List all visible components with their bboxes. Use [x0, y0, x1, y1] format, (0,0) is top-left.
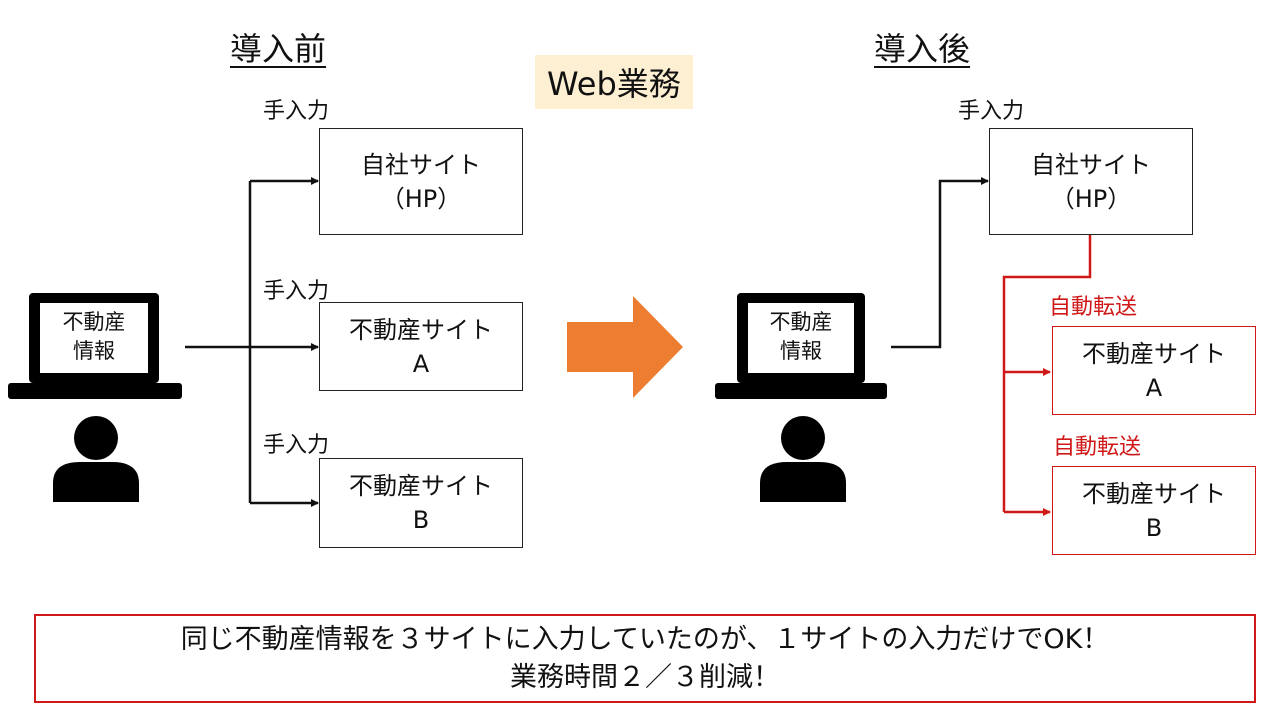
manual-input-label: 手入力	[958, 99, 1025, 124]
box-line1: 不動産サイト	[349, 472, 493, 500]
device-label-line1: 不動産	[62, 310, 126, 334]
box-line2: B	[1145, 513, 1163, 542]
before-device-label: 不動産 情報	[40, 308, 148, 366]
after-site-b-box: 不動産サイト B	[1052, 466, 1256, 555]
box-line2: A	[412, 349, 430, 378]
after-site-a-box: 不動産サイト A	[1052, 326, 1256, 415]
after-own-site-box: 自社サイト （HP）	[989, 128, 1193, 235]
device-label-line2: 情報	[73, 339, 115, 363]
device-label-line2: 情報	[780, 339, 822, 363]
manual-input-label: 手入力	[263, 279, 330, 304]
box-line1: 自社サイト	[361, 150, 481, 179]
after-manual-connector	[891, 177, 989, 349]
box-line2: （HP）	[1050, 184, 1132, 213]
laptop-icon-after	[715, 293, 887, 399]
before-heading: 導入前	[230, 30, 327, 68]
box-line2: （HP）	[380, 184, 462, 213]
manual-input-label: 手入力	[263, 433, 330, 458]
device-label-line1: 不動産	[769, 310, 833, 334]
box-line1: 不動産サイト	[1082, 339, 1226, 368]
after-device-label: 不動産 情報	[748, 308, 854, 366]
box-line1: 自社サイト	[1031, 150, 1151, 179]
summary-line2: 業務時間２／３削減！	[510, 661, 780, 693]
before-site-a-box: 不動産サイト A	[319, 302, 523, 391]
summary-line1: 同じ不動産情報を３サイトに入力していたのが、１サイトの入力だけでOK！	[180, 623, 1110, 655]
box-line2: B	[412, 506, 430, 534]
auto-transfer-label: 自動転送	[1049, 295, 1138, 320]
web-business-badge: Web業務	[535, 55, 693, 109]
box-line1: 不動産サイト	[1082, 479, 1226, 508]
person-icon-before	[53, 416, 139, 502]
laptop-icon-before	[8, 293, 182, 399]
before-own-site-box: 自社サイト （HP）	[319, 128, 523, 235]
box-line2: A	[1145, 373, 1163, 402]
person-icon-after	[760, 416, 846, 502]
before-connectors	[185, 177, 319, 507]
right-arrow-icon	[567, 296, 683, 398]
box-line1: 不動産サイト	[349, 315, 493, 344]
before-site-b-box: 不動産サイト B	[319, 458, 523, 548]
summary-box: 同じ不動産情報を３サイトに入力していたのが、１サイトの入力だけでOK！ 業務時間…	[34, 614, 1256, 703]
auto-transfer-label: 自動転送	[1053, 435, 1142, 460]
auto-transfer-connectors	[1002, 235, 1092, 516]
after-heading: 導入後	[874, 30, 971, 68]
manual-input-label: 手入力	[263, 99, 330, 124]
